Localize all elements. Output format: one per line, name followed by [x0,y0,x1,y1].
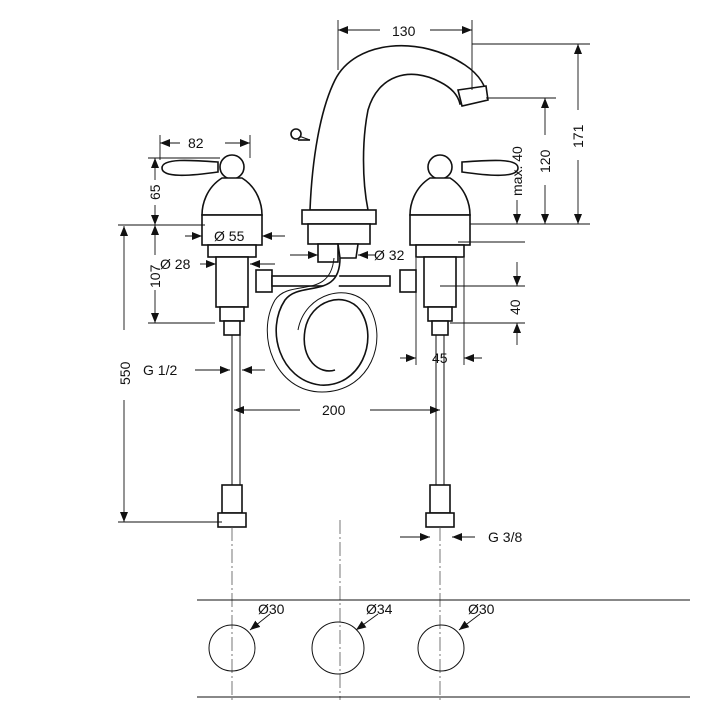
dim-g-1-2: G 1/2 [143,362,177,378]
dim-45: 45 [432,350,448,366]
dim-diameter-55: Ø 55 [214,228,245,244]
hole-right [417,624,465,672]
dim-g-3-8: G 3/8 [488,529,522,545]
dim-40: 40 [507,299,523,315]
dim-diameter-32: Ø 32 [374,247,405,263]
dim-171: 171 [570,124,586,148]
dim-107: 107 [147,264,163,288]
left-valve [161,154,263,336]
deck-hole-plan [197,599,690,698]
spout [290,45,489,263]
right-valve [409,154,519,336]
dim-200: 200 [322,402,346,418]
hole-center [311,621,365,675]
dimension-lines [118,20,590,541]
dim-130: 130 [392,23,416,39]
dimension-labels: 130 171 120 max. 40 82 65 Ø 55 107 Ø 28 … [117,23,586,617]
hole-label-center: Ø34 [366,601,393,617]
connector-hoses [217,257,455,528]
dim-max-40: max. 40 [509,146,525,196]
hole-label-left: Ø30 [258,601,285,617]
dim-65: 65 [147,184,163,200]
dim-120: 120 [537,149,553,173]
hole-label-right: Ø30 [468,601,495,617]
dim-82: 82 [188,135,204,151]
dim-550: 550 [117,361,133,385]
hole-left [208,624,256,672]
dim-diameter-28: Ø 28 [160,256,191,272]
